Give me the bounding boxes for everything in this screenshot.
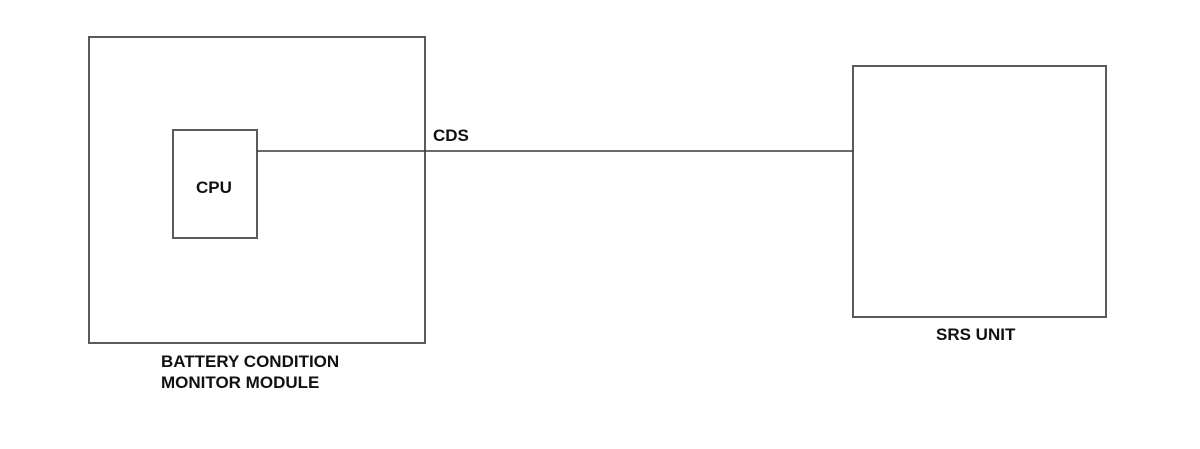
bcm-label-line1: BATTERY CONDITION bbox=[161, 352, 339, 371]
cds-label: CDS bbox=[433, 126, 469, 145]
cpu-label: CPU bbox=[196, 178, 232, 197]
srs-unit-label: SRS UNIT bbox=[936, 325, 1016, 344]
bcm-label-line2: MONITOR MODULE bbox=[161, 373, 319, 392]
cpu-box bbox=[172, 129, 258, 239]
srs-unit-box bbox=[852, 65, 1107, 318]
battery-condition-monitor-module-box bbox=[88, 36, 426, 344]
